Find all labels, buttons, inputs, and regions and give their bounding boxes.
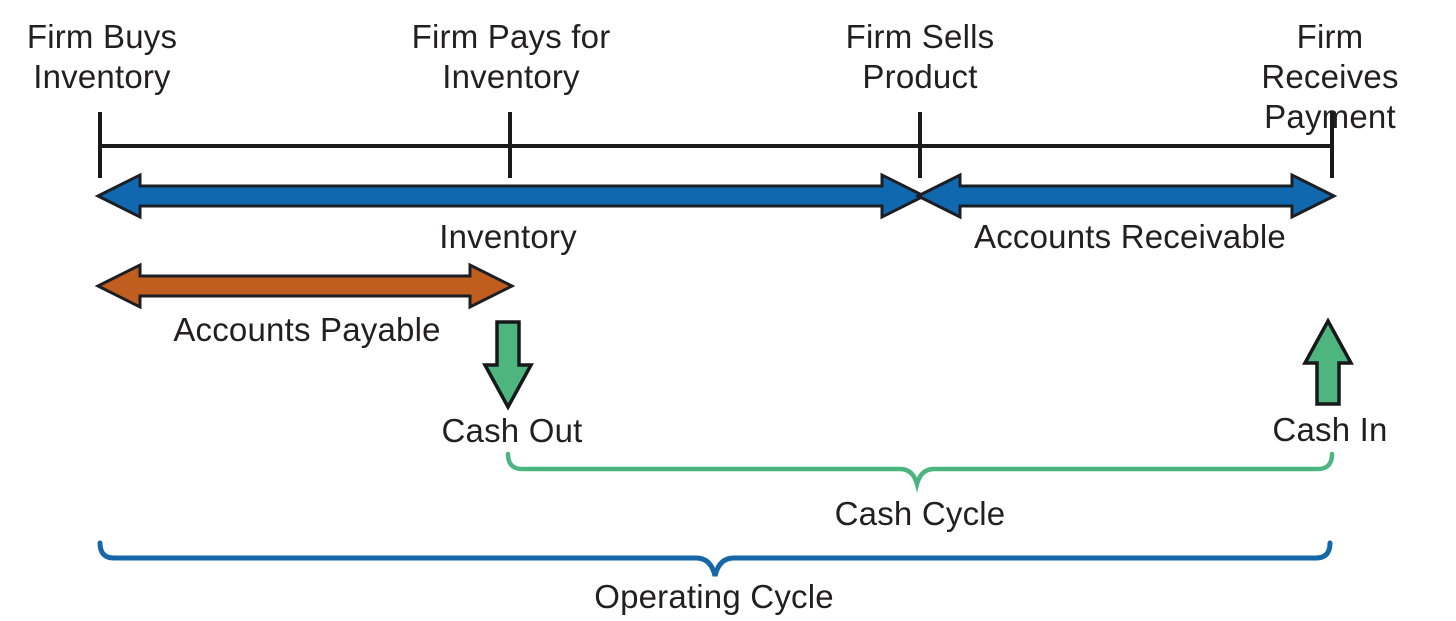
timeline-axis: [98, 112, 1334, 178]
operating-cycle-brace: [97, 540, 1333, 577]
accounts-payable-arrow-label: Accounts Payable: [173, 311, 441, 348]
cash-out-down-arrow-icon: [482, 320, 534, 411]
event-label-firm-buys-inventory: Firm Buys Inventory: [26, 18, 178, 95]
accounts-receivable-period-arrow: [914, 172, 1338, 220]
accounts-receivable-arrow-label: Accounts Receivable: [974, 218, 1286, 255]
cash-cycle-label: Cash Cycle: [834, 495, 1006, 532]
inventory-arrow-label: Inventory: [439, 218, 577, 255]
event-label-firm-receives-payment: Firm Receives Payment: [1261, 18, 1399, 135]
inventory-period-arrow: [94, 172, 928, 220]
event-label-firm-sells-product: Firm Sells Product: [845, 18, 995, 95]
operating-cycle-label: Operating Cycle: [594, 578, 834, 615]
cash-in-up-arrow-icon: [1302, 317, 1354, 406]
accounts-payable-period-arrow: [94, 262, 516, 310]
cash-in-label: Cash In: [1272, 411, 1388, 448]
cash-cycle-brace: [505, 451, 1335, 493]
event-label-firm-pays-for-inventory: Firm Pays for Inventory: [411, 18, 611, 95]
cash-out-label: Cash Out: [441, 412, 583, 449]
